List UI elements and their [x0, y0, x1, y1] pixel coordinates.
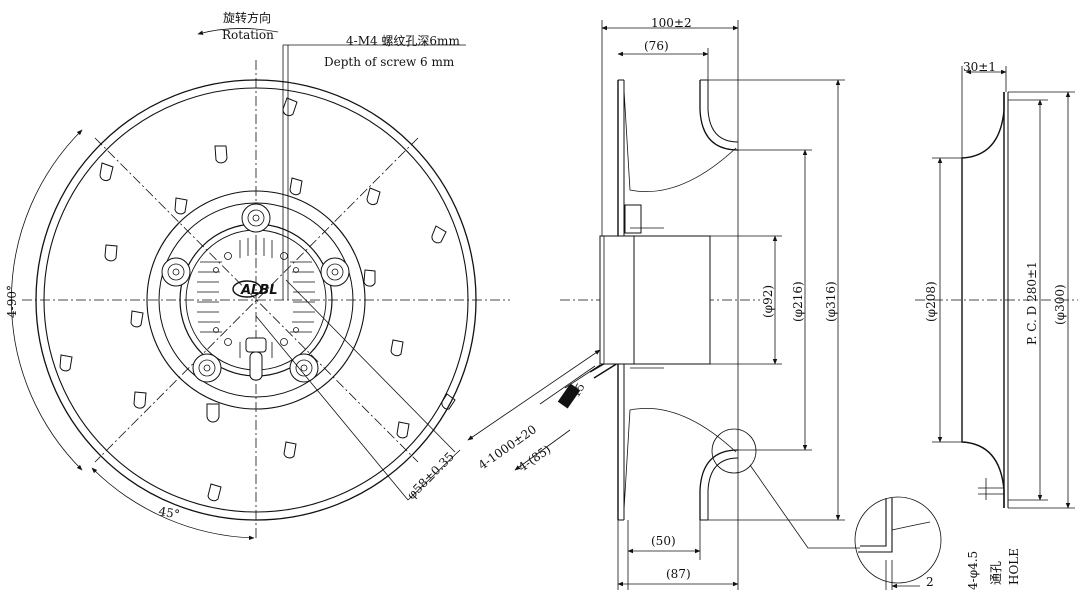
hub-dia-dim — [407, 449, 461, 501]
inlet-ring-view — [915, 66, 1078, 509]
cable-strip-label: 4-(85) — [516, 442, 554, 474]
width-87-label: (87) — [666, 567, 691, 581]
angle-45-label: 45° — [157, 504, 180, 521]
detail-gap-label: 2 — [926, 575, 934, 589]
brand-logo: ALBL — [232, 280, 278, 298]
dia-92-label: (φ92) — [761, 285, 775, 318]
rotation-label-cn: 旋转方向 — [223, 10, 271, 25]
shroud-top — [699, 80, 739, 151]
pcd-label: P. C. D 280±1 — [1025, 261, 1039, 345]
impeller-inner-rim — [43, 87, 469, 513]
impeller-outer-rim — [35, 79, 477, 521]
width-50-label: (50) — [651, 534, 676, 548]
screw-depth-label: Depth of screw 6 mm — [324, 55, 455, 69]
motor-cooling-fins — [197, 237, 315, 358]
dia-216-label: (φ216) — [791, 281, 805, 322]
holes-cn-label: 通孔 — [989, 561, 1003, 585]
angle-90-label: 4-90° — [5, 285, 19, 318]
angle-45-arc — [91, 467, 255, 541]
motor-rotor-cap — [599, 235, 635, 365]
diagonal-centerline-2 — [94, 137, 419, 463]
detail-view — [854, 496, 942, 590]
diagonal-centerline-1 — [94, 137, 419, 463]
hub-plate-outer — [146, 190, 366, 410]
logo-text: ALBL — [240, 283, 278, 298]
mounting-bosses — [161, 203, 350, 383]
rotation-label-en: Rotation — [222, 28, 274, 42]
front-view: ALBL — [11, 28, 510, 541]
motor-body — [633, 235, 711, 365]
ring-depth-label: 30±1 — [963, 60, 996, 74]
hub-plate-inner — [158, 202, 354, 398]
holes-en-label: HOLE — [1007, 548, 1021, 585]
blade-markers — [59, 97, 456, 502]
side-view — [560, 20, 860, 590]
rotation-arrow — [197, 28, 279, 35]
cable-gland — [245, 337, 267, 381]
hub-dia-label: φ58±0.35 — [404, 449, 457, 502]
dia-300-label: (φ300) — [1053, 284, 1067, 325]
hub-dia-leader-2 — [255, 315, 409, 501]
dia-208-label: (φ208) — [924, 281, 938, 322]
cable-end-label: 15 — [569, 381, 587, 400]
angle-90-arc — [11, 129, 83, 471]
width-76-label: (76) — [644, 39, 669, 53]
shroud-bottom — [699, 449, 739, 520]
holes-label: 4-φ4.5 — [966, 551, 980, 590]
hub-dia-leader-1 — [285, 279, 456, 453]
dia-316-label: (φ316) — [824, 281, 838, 322]
screw-spec-label: 4-M4 螺纹孔深6mm — [346, 34, 460, 48]
inlet-ring-profile — [961, 92, 1005, 508]
width-total-label: 100±2 — [651, 16, 692, 30]
